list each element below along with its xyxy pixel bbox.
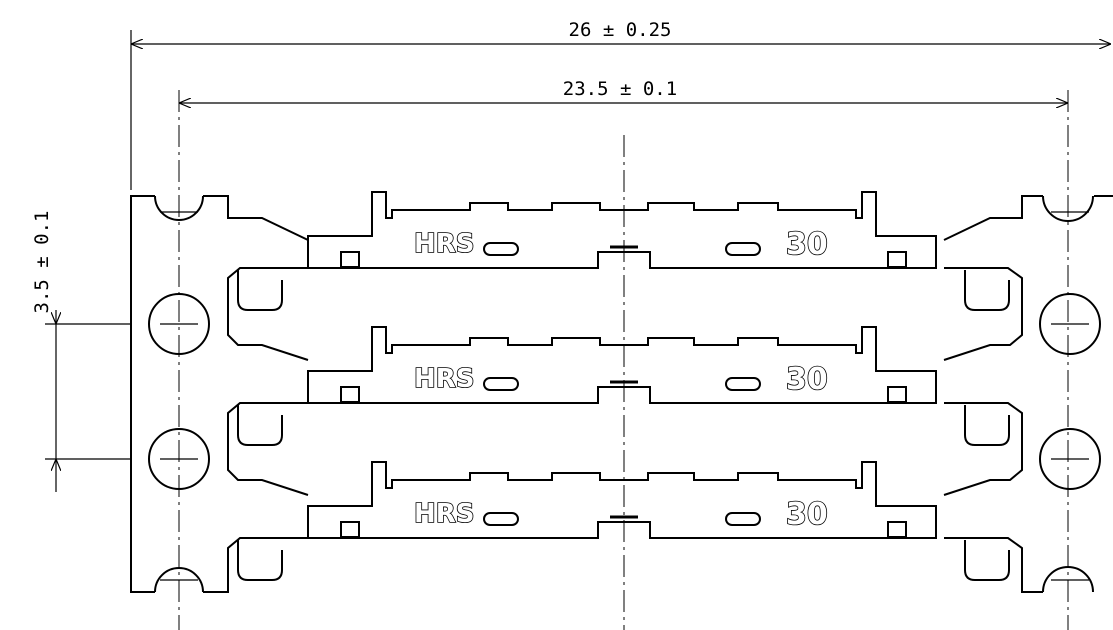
hrs-logo: HRS <box>414 499 475 529</box>
sprocket-holes <box>148 195 1101 593</box>
connector-part-2: HRS 30 <box>227 326 1023 496</box>
hrs-logo: HRS <box>414 364 475 394</box>
sprocket-hole-left-2 <box>148 428 210 490</box>
sprocket-hole-left-bottom <box>154 567 204 593</box>
hrs-logo: HRS <box>414 229 475 259</box>
carrier-frame <box>130 195 1113 593</box>
sprocket-hole-left-1 <box>148 293 210 355</box>
sprocket-hole-left-top <box>154 195 204 221</box>
sprocket-hole-right-top <box>1042 195 1094 222</box>
centerlines <box>178 90 1069 630</box>
dimension-overall-width: 26 ± 0.25 <box>130 19 1111 190</box>
pitch-width-label: 23.5 ± 0.1 <box>563 78 677 100</box>
part-code: 30 <box>786 362 828 397</box>
connector-part-3: HRS 30 <box>227 461 1023 570</box>
part-code: 30 <box>786 497 828 532</box>
sprocket-hole-right-bottom <box>1042 566 1094 593</box>
connector-part-1: HRS 30 <box>227 191 1023 361</box>
carrier-slots <box>237 270 1010 581</box>
dimension-row-pitch: 3.5 ± 0.1 <box>31 211 131 492</box>
sprocket-hole-right-1 <box>1039 293 1101 355</box>
part-code: 30 <box>786 227 828 262</box>
dimension-pitch-width: 23.5 ± 0.1 <box>179 78 1068 103</box>
sprocket-hole-right-2 <box>1039 428 1101 490</box>
row-pitch-label: 3.5 ± 0.1 <box>31 211 53 314</box>
overall-width-label: 26 ± 0.25 <box>569 19 672 41</box>
